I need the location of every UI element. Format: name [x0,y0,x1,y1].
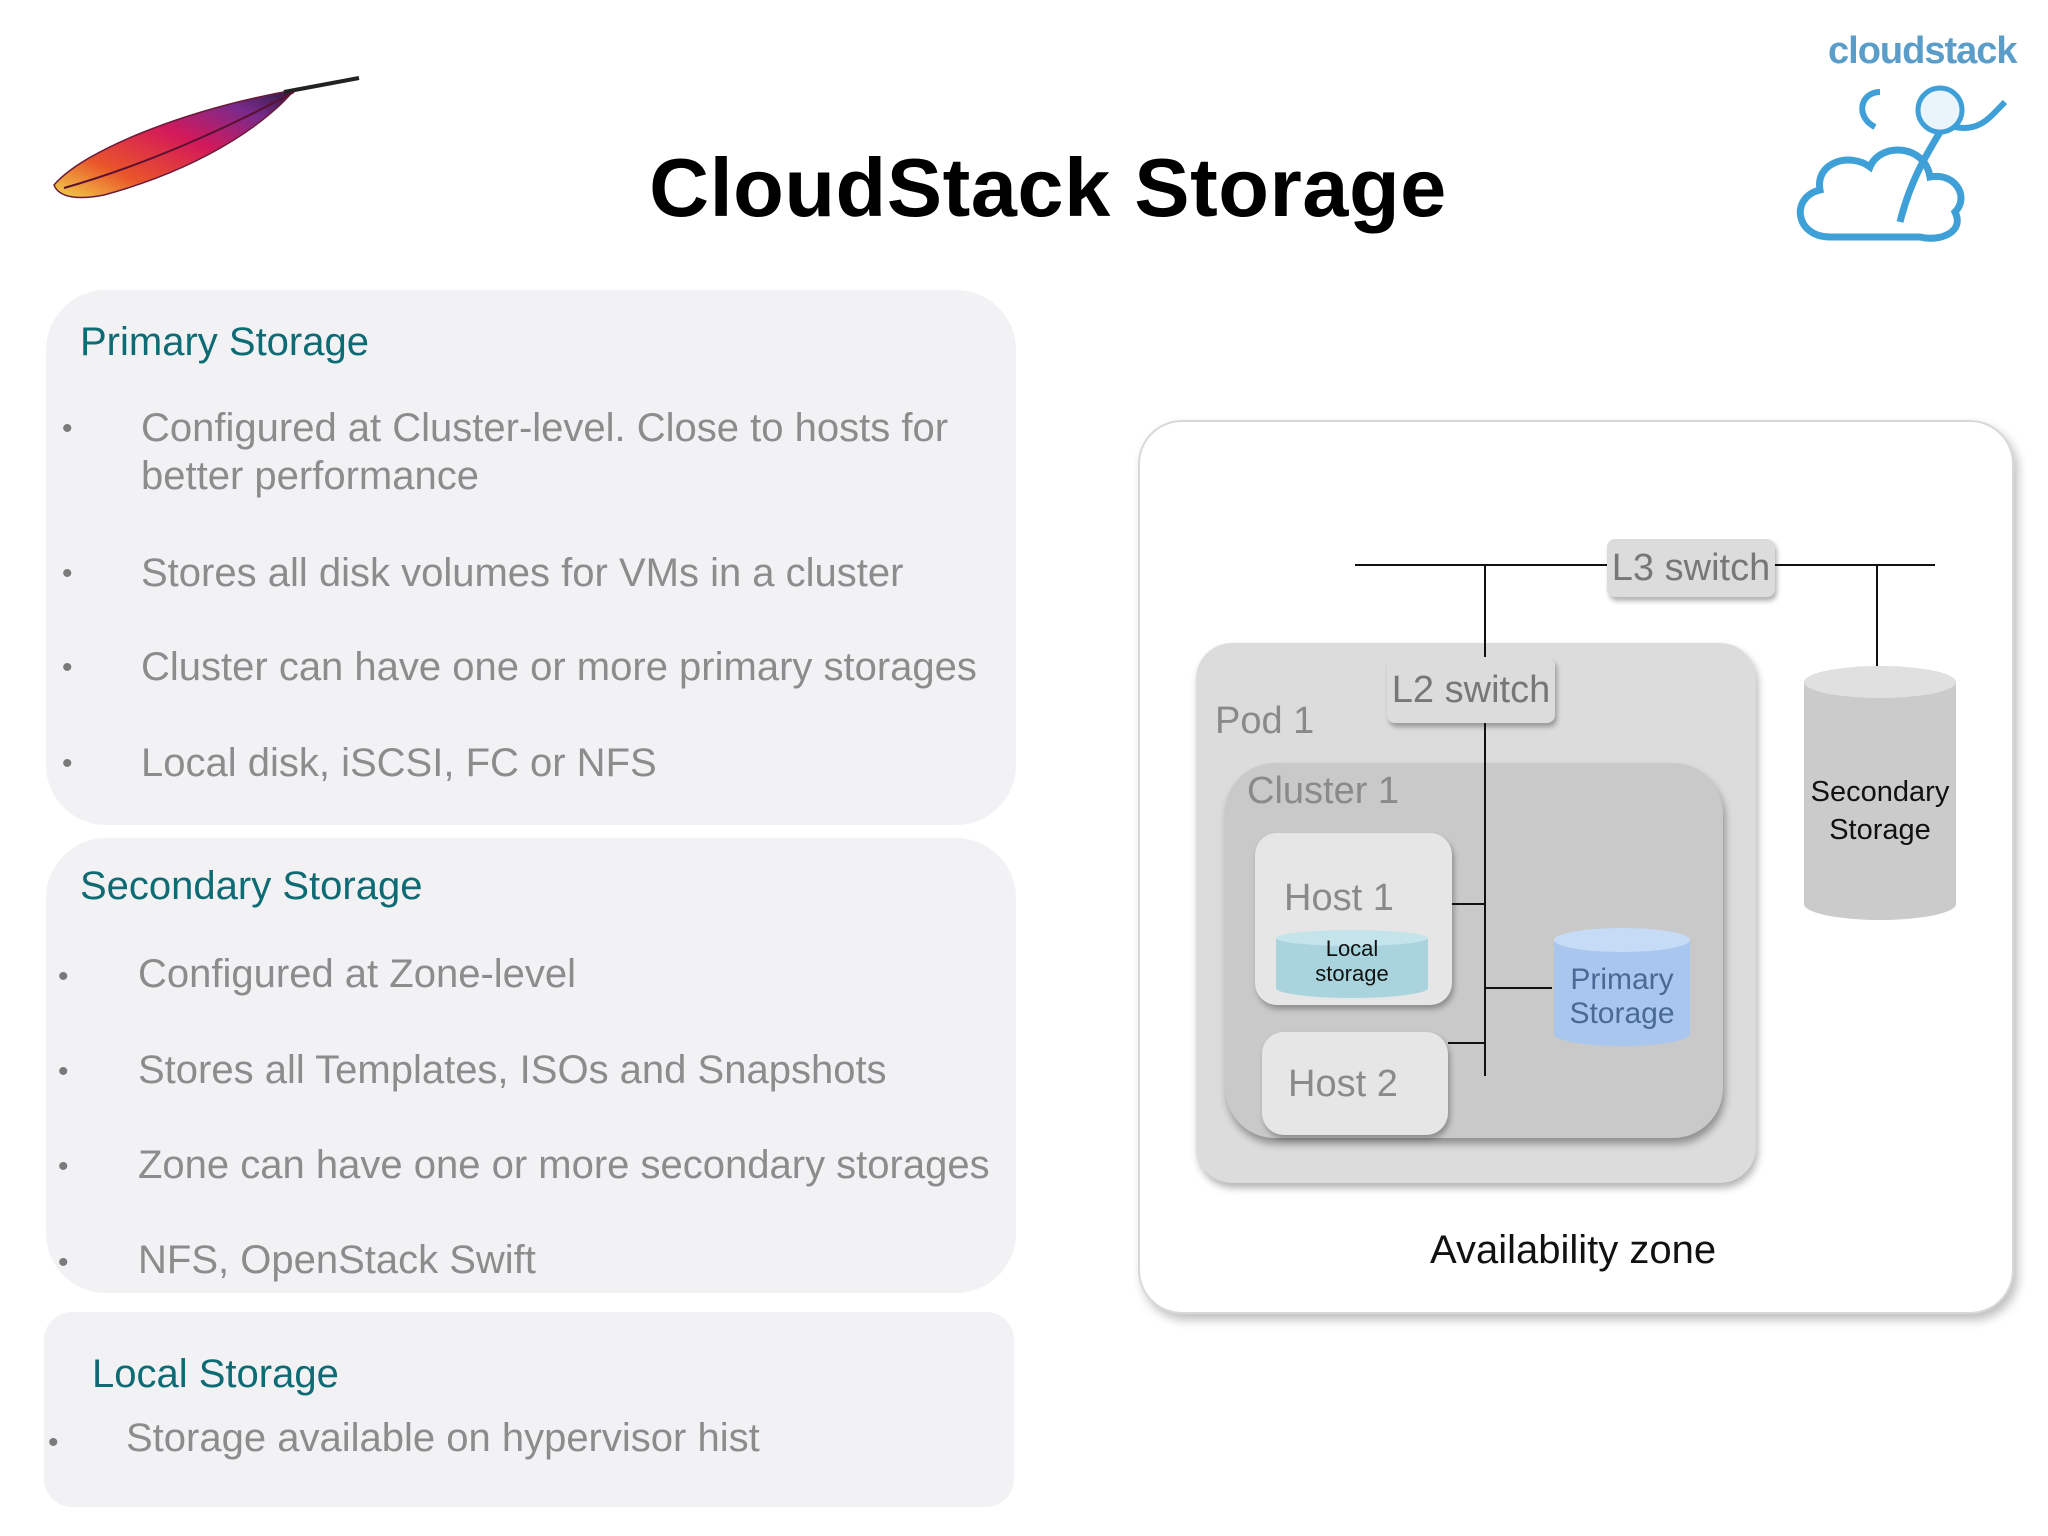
primary-storage-link [1486,987,1552,989]
l2-network-line [1484,720,1486,1076]
primary-storage-heading: Primary Storage [80,320,369,364]
bullet-dot: • [58,960,69,993]
page-title: CloudStack Storage [649,141,1447,234]
secondary-bullet-2: Stores all Templates, ISOs and Snapshots [138,1048,887,1092]
bullet-dot: • [62,651,73,684]
primary-bullet-3: Cluster can have one or more primary sto… [141,645,977,689]
apache-feather-logo [53,76,360,199]
secondary-bullet-1: Configured at Zone-level [138,952,577,996]
host2-link [1448,1042,1486,1044]
l3-to-secondary-line [1876,564,1878,669]
host-2-label: Host 2 [1288,1063,1398,1105]
bullet-dot: • [62,412,73,445]
local-storage-label: Local storage [1272,936,1432,986]
local-storage-label-line1: Local [1325,936,1379,961]
secondary-bullet-4: NFS, OpenStack Swift [138,1238,536,1282]
secondary-storage-label: Secondary Storage [1795,773,1965,849]
local-storage-cylinder [1276,930,1428,998]
bullet-dot: • [58,1055,69,1088]
local-storage-heading: Local Storage [92,1352,339,1396]
host-2-box [1262,1032,1448,1135]
l3-to-l2-line [1484,564,1486,662]
primary-storage-panel [46,290,1016,825]
primary-storage-label-line2: Storage [1569,997,1675,1030]
bullet-dot: • [62,557,73,590]
primary-storage-label: Primary Storage [1550,963,1694,1031]
primary-bullet-2: Stores all disk volumes for VMs in a clu… [141,551,904,595]
host1-link [1452,903,1486,905]
host-1-label: Host 1 [1284,877,1394,919]
l3-switch: L3 switch [1607,539,1775,597]
local-bullet-1: Storage available on hypervisor hist [126,1416,760,1460]
local-storage-label-line2: storage [1315,961,1389,986]
bullet-dot: • [58,1150,69,1183]
secondary-storage-label-line1: Secondary [1810,776,1950,808]
secondary-bullet-3: Zone can have one or more secondary stor… [138,1143,990,1187]
pod-label: Pod 1 [1215,700,1315,742]
secondary-storage-cylinder [1804,666,1956,920]
primary-bullet-4: Local disk, iSCSI, FC or NFS [141,741,657,785]
primary-storage-label-line1: Primary [1570,963,1674,996]
bullet-dot: • [48,1426,59,1459]
cloudstack-monkey-icon [1796,85,2008,242]
secondary-storage-heading: Secondary Storage [80,864,423,908]
local-storage-panel [44,1312,1014,1507]
availability-zone-label: Availability zone [1430,1228,1717,1272]
bullet-dot: • [58,1246,69,1279]
cloudstack-logo-text: cloudstack [1828,30,2018,72]
bullet-dot: • [62,747,73,780]
l2-switch: L2 switch [1387,657,1555,723]
secondary-storage-panel [46,838,1016,1293]
secondary-storage-label-line2: Storage [1829,814,1931,846]
cluster-label: Cluster 1 [1247,770,1400,812]
primary-storage-cylinder [1554,928,1690,1046]
primary-bullet-1: Configured at Cluster-level. Close to ho… [141,406,949,498]
